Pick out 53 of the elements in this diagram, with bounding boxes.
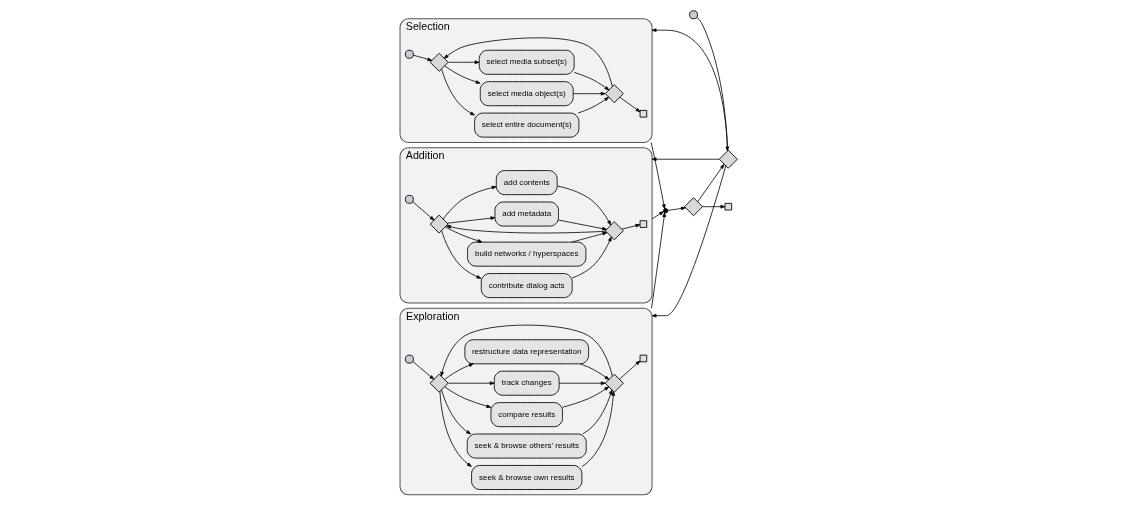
arrow <box>444 226 483 243</box>
arrow <box>444 65 481 84</box>
arrow <box>447 216 496 224</box>
arrow <box>412 201 435 221</box>
node-box <box>639 354 648 363</box>
arrow <box>448 60 480 65</box>
node-box <box>724 202 733 211</box>
arrow <box>412 361 435 380</box>
arrow <box>443 37 613 88</box>
arrow <box>696 16 730 152</box>
arrow <box>651 165 727 318</box>
arrow <box>572 91 606 96</box>
node-box <box>639 220 648 228</box>
node-point <box>663 208 669 214</box>
node-circle <box>404 354 414 364</box>
arrow <box>558 219 607 231</box>
arrow <box>697 164 725 202</box>
arrow <box>667 206 686 211</box>
arrow <box>441 389 471 435</box>
arrow <box>651 212 666 309</box>
arrow <box>558 381 606 385</box>
arrow <box>579 363 610 380</box>
node-diamond <box>684 197 703 217</box>
arrow <box>444 386 492 408</box>
arrow <box>440 324 613 377</box>
arrow <box>650 142 666 210</box>
node-circle <box>689 10 698 20</box>
arrow <box>651 157 720 161</box>
arrow <box>651 211 664 220</box>
arrow <box>577 96 610 114</box>
arrow <box>702 204 726 209</box>
arrow <box>448 381 495 385</box>
node-box <box>639 109 648 118</box>
arrow <box>621 223 641 230</box>
arrow <box>581 391 616 467</box>
arrow <box>446 225 606 234</box>
arrow <box>571 231 608 243</box>
arrow <box>571 236 612 279</box>
arrow <box>556 185 612 226</box>
arrow <box>444 363 474 380</box>
arrow <box>619 96 641 113</box>
arrow <box>562 386 610 408</box>
node-circle <box>404 49 414 59</box>
arrow <box>441 230 482 279</box>
arrow <box>441 68 475 116</box>
arrow <box>573 72 610 91</box>
arrow <box>439 391 472 467</box>
node-circle <box>404 194 414 204</box>
arrow <box>619 360 641 380</box>
arrow <box>651 28 728 152</box>
arrow <box>412 54 433 62</box>
arrow <box>582 389 613 435</box>
arrow <box>442 185 497 220</box>
